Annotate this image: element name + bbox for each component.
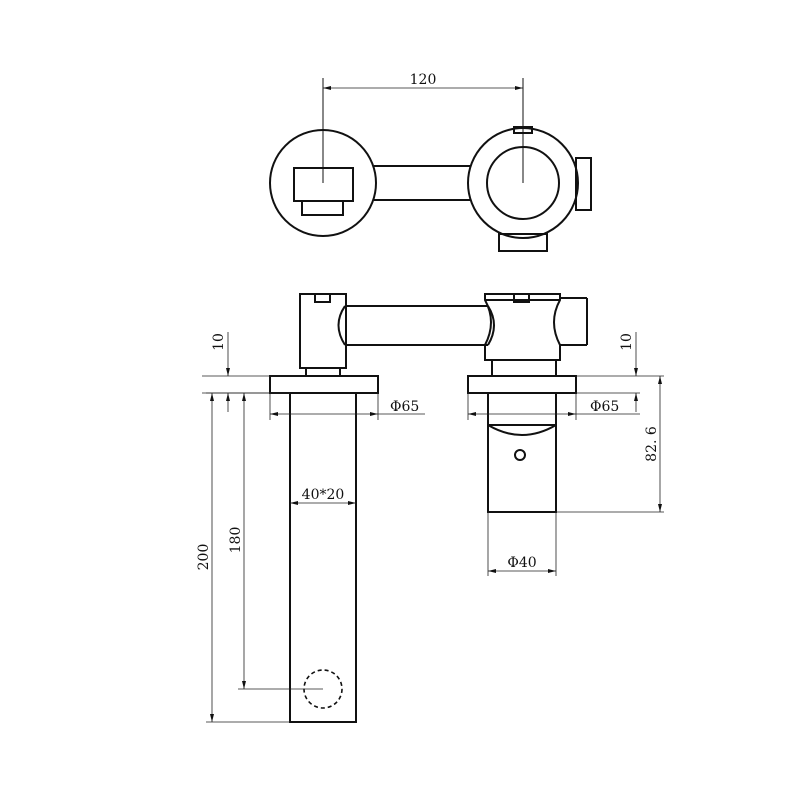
handle-groove [487, 424, 557, 436]
front-connector-pipe [337, 305, 495, 346]
top-connector-pipe [374, 165, 472, 201]
dim-handle-diameter: Φ40 [507, 555, 536, 571]
right-side-knob [560, 297, 588, 346]
top-spout-tip [301, 200, 344, 216]
dim-left-plate-diameter: Φ65 [390, 399, 419, 415]
dim-right-wall-offset: 10 [619, 333, 635, 351]
left-wall-plate [269, 375, 379, 394]
dimensions: 10 Φ65 40*20 200 180 10 [196, 332, 664, 723]
top-view: 120 [269, 72, 592, 252]
long-spout [289, 392, 357, 723]
right-wall-plate-neck [491, 359, 557, 377]
right-mixer-body [484, 293, 561, 361]
dim-total-length: 200 [196, 544, 212, 571]
dim-right-plate-diameter: Φ65 [590, 399, 619, 415]
dim-left-wall-offset: 10 [211, 333, 227, 351]
dim-spout-section: 40*20 [302, 487, 345, 503]
handle-cylinder [487, 392, 557, 513]
top-side-body [575, 157, 592, 211]
left-spout-cap [314, 293, 331, 303]
dim-handle-depth: 82. 6 [644, 426, 660, 462]
front-view [269, 293, 588, 723]
handle-indicator-hole [514, 449, 526, 461]
left-spout-neck [305, 367, 341, 377]
top-lower-body [498, 233, 548, 252]
right-wall-plate [467, 375, 577, 394]
dim-outlet-length: 180 [228, 527, 244, 554]
dim-top-spacing: 120 [410, 72, 437, 88]
